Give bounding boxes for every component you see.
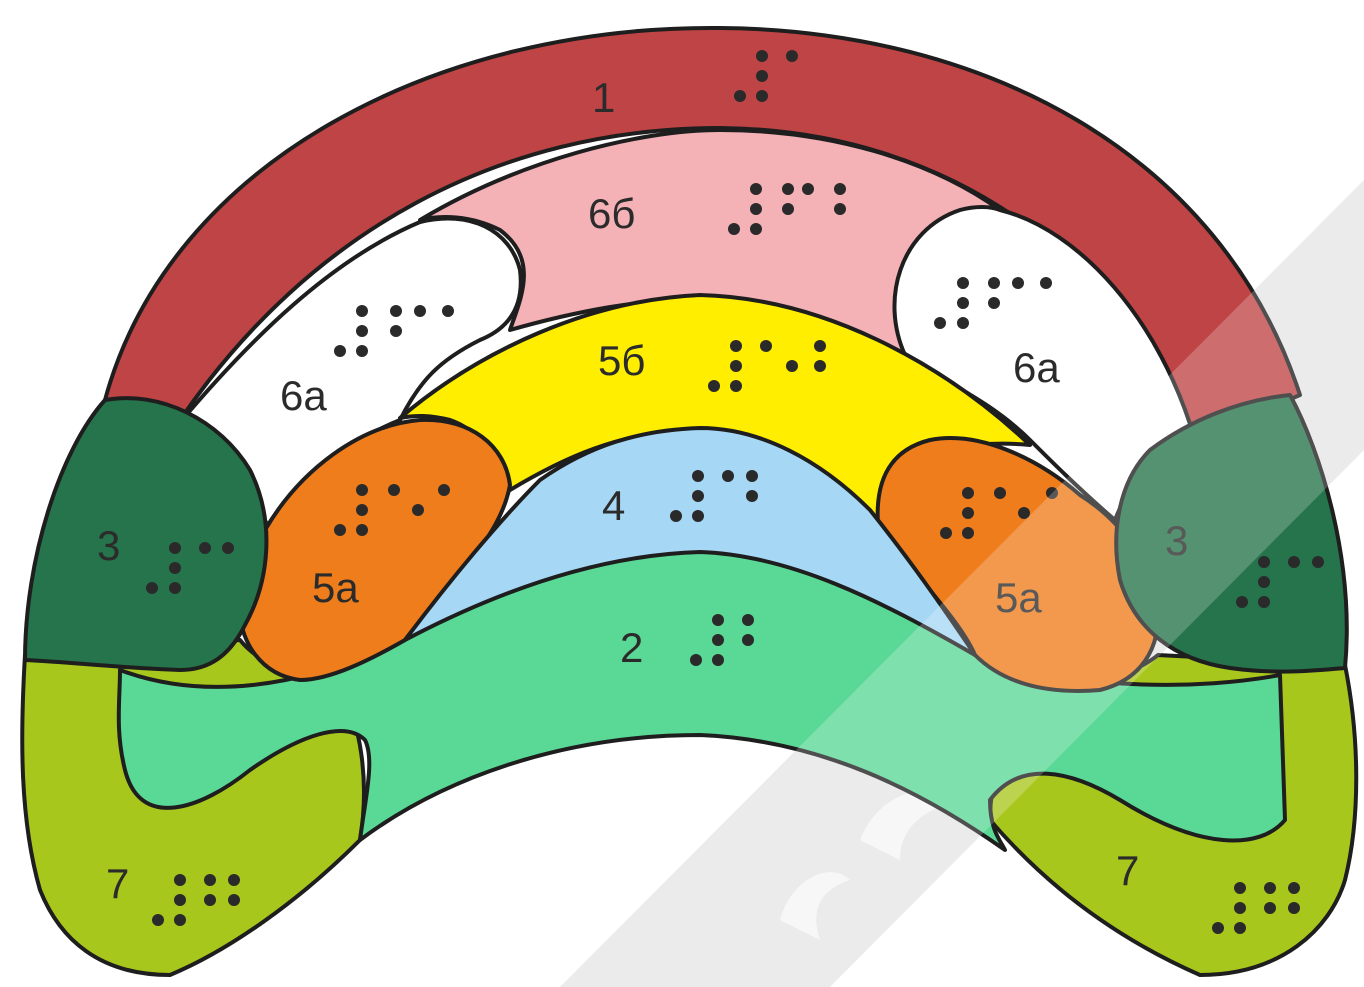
label-zone-3-left: 3 [97,522,120,569]
braille-4-icon [670,470,758,522]
braille-2-icon [690,614,754,666]
label-zone-1: 1 [592,74,615,121]
braille-6a-left-icon [334,305,454,357]
label-zone-4: 4 [602,482,625,529]
braille-1-icon [734,50,798,102]
braille-5a-left-icon [334,484,450,536]
zone-4 [403,426,977,657]
label-zone-2: 2 [620,624,643,671]
label-zone-6a-right: 6а [1013,344,1060,391]
braille-6a-right-icon [934,277,1052,329]
label-zone-7-right: 7 [1116,847,1139,894]
label-zone-6b: 6б [588,190,635,237]
braille-7-left-icon [152,874,240,926]
label-zone-5a-right: 5а [995,574,1042,621]
zone-3-left [23,396,269,672]
label-zone-3-right: 3 [1165,517,1188,564]
zone-3-right [1114,393,1349,674]
label-zone-5a-left: 5а [312,564,359,611]
zone-labels: 1 6б 6а 6а 5б 5а 5а 4 2 3 3 7 7 [97,74,1188,907]
braille-7-right-icon [1212,882,1300,934]
braille-5a-right-icon [940,487,1058,539]
braille-6b-icon [728,183,846,235]
label-zone-5b: 5б [598,337,645,384]
zone-1 [103,25,1302,442]
zone-6a-right [892,205,1197,522]
label-zone-6a-left: 6а [280,372,327,419]
label-zone-7-left: 7 [106,860,129,907]
watermark-overlay [560,180,1364,987]
braille-3-left-icon [146,542,234,594]
braille-5b-icon [708,340,826,392]
braille-3-right-icon [1236,556,1324,608]
